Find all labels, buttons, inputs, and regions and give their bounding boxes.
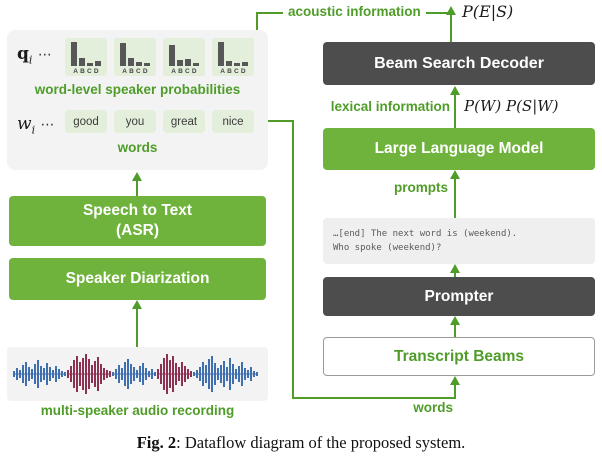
acoustic-information-label: acoustic information — [283, 4, 426, 19]
prompter-arrowhead — [450, 264, 460, 273]
words-caption: words — [117, 140, 158, 155]
words-arrowhead — [450, 376, 460, 385]
prompt-line-1: …[end] The next word is (weekend). — [333, 229, 518, 239]
large-language-model-box: Large Language Model — [323, 128, 595, 170]
speech-to-text-box: Speech to Text (ASR) — [9, 196, 266, 246]
lexical-arrowhead — [450, 86, 460, 95]
prompts-arrowhead — [450, 170, 460, 179]
w-symbol: w — [17, 114, 32, 134]
asr-box-line1: Speech to Text — [82, 202, 193, 219]
speaker-diarization-box: Speaker Diarization — [9, 258, 266, 300]
speaker-probability-chart: ABCD — [163, 38, 205, 76]
audio-recording-caption: multi-speaker audio recording — [40, 403, 235, 418]
prompter-box: Prompter — [323, 277, 595, 316]
acoustic-probability-formula: P(E|S) — [462, 2, 514, 21]
speaker-probability-chart: ABCD — [65, 38, 107, 76]
lexical-probability-formula: P(W) P(S|W) — [464, 97, 559, 115]
figure-number: Fig. 2 — [136, 433, 177, 452]
transcript-arrowhead — [450, 316, 460, 325]
speaker-probabilities-symbol: qi ⋯ — [17, 44, 52, 67]
word-chip: nice — [212, 110, 254, 133]
prompt-line-2: Who spoke (weekend)? — [333, 243, 442, 253]
q-symbol: q — [17, 44, 29, 64]
speaker-probability-chart: ABCD — [114, 38, 156, 76]
probabilities-caption: word-level speaker probabilities — [34, 82, 241, 97]
asr-box-line2: (ASR) — [115, 222, 160, 239]
word-chip: good — [65, 110, 107, 133]
ellipsis: ⋯ — [37, 47, 52, 63]
audio-waveform-panel — [7, 347, 268, 401]
beam-search-decoder-box: Beam Search Decoder — [323, 42, 595, 85]
multi-speaker-waveform — [13, 354, 258, 394]
prompts-label: prompts — [394, 180, 448, 195]
acoustic-arrowhead — [446, 6, 456, 15]
ellipsis: ⋯ — [40, 117, 55, 133]
prompt-text-panel: …[end] The next word is (weekend). Who s… — [323, 218, 595, 264]
transcript-beams-box: Transcript Beams — [323, 337, 595, 376]
words-flow-label: words — [413, 400, 453, 415]
audio-arrowhead — [132, 300, 142, 309]
asr-arrowhead — [132, 172, 142, 181]
speaker-probability-chart: ABCD — [212, 38, 254, 76]
figure-caption-text: : Dataflow diagram of the proposed syste… — [176, 433, 466, 452]
asr-output-panel: qi ⋯ ABCD ABCD ABCD ABCD word-level spea… — [7, 30, 268, 170]
words-symbol: wi ⋯ — [17, 114, 55, 137]
lexical-information-label: lexical information — [330, 99, 450, 114]
figure-caption: Fig. 2: Dataflow diagram of the proposed… — [0, 433, 602, 453]
word-chip: great — [163, 110, 205, 133]
word-chip: you — [114, 110, 156, 133]
